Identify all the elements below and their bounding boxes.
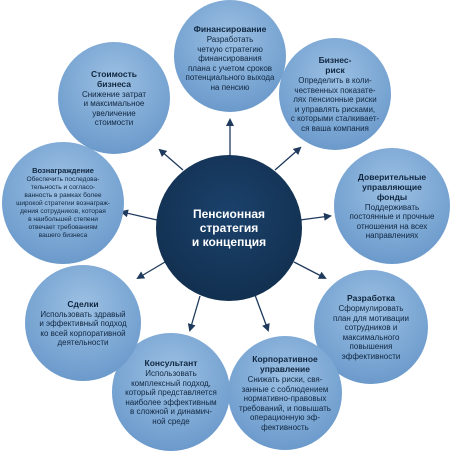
node-business-risk-title: Бизнес- риск bbox=[318, 55, 352, 75]
node-development-body: Сформулировать план для мотивации сотруд… bbox=[332, 304, 409, 361]
node-deals: Сделки Использовать здравый и эффективны… bbox=[25, 265, 141, 381]
center-node: Пенсионная стратегия и концепция bbox=[156, 155, 302, 301]
arrow-deals bbox=[136, 261, 166, 280]
node-development-title: Разработка bbox=[347, 293, 395, 303]
node-corporate-body: Снижать риски, свя- занные с соблюдением… bbox=[239, 375, 331, 432]
node-business-cost-title: Стоимость бизнеса bbox=[91, 68, 137, 89]
node-corporate-title: Корпоративное управление bbox=[252, 354, 318, 374]
center-label: Пенсионная стратегия и концепция bbox=[191, 207, 267, 249]
node-consultant-body: Использовать комплексный подход, который… bbox=[125, 369, 217, 426]
node-business-cost-body: Снижение затрат и максимальное увеличени… bbox=[81, 89, 146, 128]
arrow-business-cost bbox=[158, 148, 184, 171]
node-reward-title: Вознаграждение bbox=[32, 166, 94, 175]
arrow-reward bbox=[120, 209, 158, 221]
node-reward-body: Обеспечить последова- тельность и соглас… bbox=[16, 176, 110, 239]
node-corporate: Корпоративное управление Снижать риски, … bbox=[228, 336, 342, 450]
node-business-risk-body: Определить в коли- чественных показате- … bbox=[290, 76, 380, 133]
node-consultant-title: Консультант bbox=[144, 358, 198, 368]
node-deals-body: Использовать здравый и эффективный подхо… bbox=[39, 309, 127, 348]
node-business-cost: Стоимость бизнеса Снижение затрат и макс… bbox=[58, 42, 170, 154]
node-financing-title: Финансирование bbox=[193, 24, 267, 34]
node-financing: Финансирование Разработать четкую страте… bbox=[174, 0, 286, 112]
arrow-corporate bbox=[254, 294, 270, 332]
arrow-consultant bbox=[187, 295, 201, 332]
node-financing-body: Разработать четкую стратегию финансирова… bbox=[185, 35, 275, 92]
node-reward: Вознаграждение Обеспечить последова- тел… bbox=[2, 142, 124, 264]
node-trust-funds: Доверительные управляющие фонды Поддержи… bbox=[334, 148, 450, 264]
node-trust-funds-body: Поддерживать постоянные и прочные отноше… bbox=[349, 202, 435, 241]
node-trust-funds-title: Доверительные управляющие фонды bbox=[357, 171, 427, 202]
node-business-risk: Бизнес- риск Определить в коли- чественн… bbox=[279, 38, 391, 150]
arrow-development bbox=[293, 261, 327, 279]
arrow-trust-funds bbox=[299, 212, 332, 221]
node-deals-title: Сделки bbox=[67, 298, 99, 309]
arrow-business-risk bbox=[274, 146, 302, 171]
